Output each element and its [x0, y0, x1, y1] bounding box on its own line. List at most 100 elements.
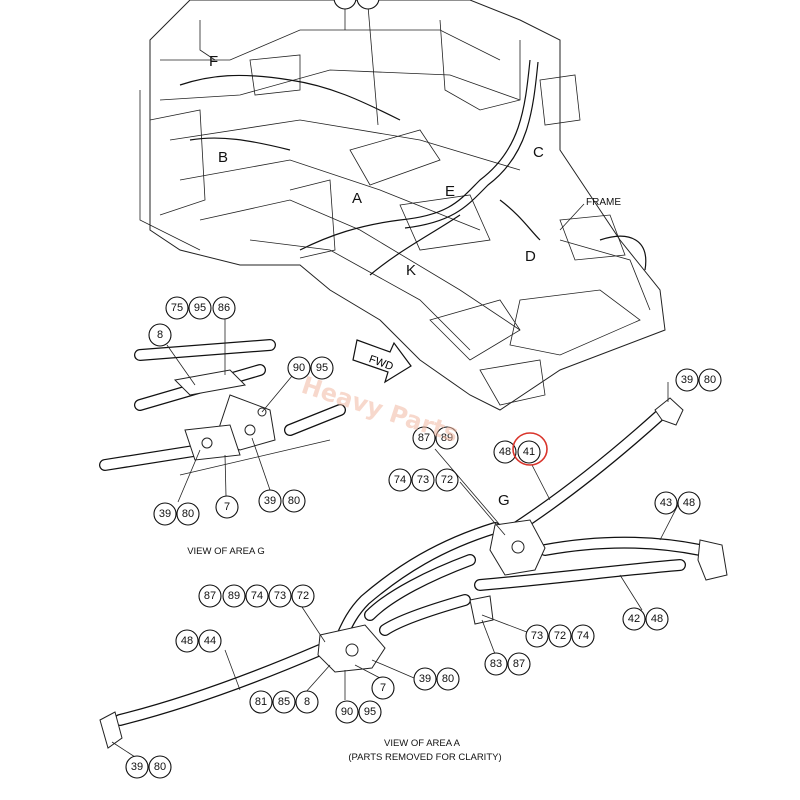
svg-text:90: 90 — [341, 706, 353, 718]
callout-bubble: 39 — [153, 502, 177, 526]
svg-text:73: 73 — [531, 630, 543, 642]
svg-text:80: 80 — [154, 761, 166, 773]
callout-bubble: 73 — [411, 468, 435, 492]
callout-bubble: 80 — [698, 368, 722, 392]
view-g-caption: VIEW OF AREA G — [187, 546, 265, 557]
callout-bubble: 48 — [493, 440, 517, 464]
svg-text:87: 87 — [418, 432, 430, 444]
callout-bubble: 80 — [436, 667, 460, 691]
callout-bubble: 39 — [413, 667, 437, 691]
callout-bubble: 83 — [484, 652, 508, 676]
svg-text:72: 72 — [297, 590, 309, 602]
svg-text:81: 81 — [255, 696, 267, 708]
svg-text:85: 85 — [278, 696, 290, 708]
zone-label-a: A — [352, 190, 362, 207]
zone-label-c: C — [533, 144, 544, 161]
callout-bubble: 8 — [295, 690, 319, 714]
top-callout-partial — [333, 0, 380, 10]
svg-text:80: 80 — [182, 508, 194, 520]
svg-text:87: 87 — [204, 590, 216, 602]
svg-text:73: 73 — [274, 590, 286, 602]
callout-bubble: 95 — [310, 356, 334, 380]
callout-bubble: 87 — [198, 584, 222, 608]
svg-text:48: 48 — [499, 446, 511, 458]
callout-bubble: 89 — [222, 584, 246, 608]
svg-text:87: 87 — [513, 658, 525, 670]
svg-text:90: 90 — [293, 362, 305, 374]
callout-bubble: 39 — [675, 368, 699, 392]
svg-text:74: 74 — [251, 590, 263, 602]
callout-bubble: 73 — [525, 624, 549, 648]
svg-text:39: 39 — [159, 508, 171, 520]
callout-bubble: 43 — [654, 491, 678, 515]
callout-bubble: 39 — [258, 489, 282, 513]
svg-text:86: 86 — [218, 302, 230, 314]
zone-label-d: D — [525, 248, 536, 265]
svg-text:75: 75 — [171, 302, 183, 314]
svg-text:48: 48 — [683, 497, 695, 509]
svg-text:89: 89 — [441, 432, 453, 444]
callout-bubble: 8 — [148, 323, 172, 347]
callout-bubble: 74 — [571, 624, 595, 648]
callout-bubble: 80 — [148, 755, 172, 779]
svg-text:80: 80 — [442, 673, 454, 685]
frame-label: FRAME — [586, 197, 621, 208]
view-a-leaders — [111, 382, 679, 758]
svg-text:74: 74 — [394, 474, 406, 486]
svg-text:7: 7 — [380, 682, 386, 694]
callout-bubble: 73 — [268, 584, 292, 608]
callout-bubble: 86 — [212, 296, 236, 320]
callout-bubble: 74 — [388, 468, 412, 492]
svg-text:8: 8 — [157, 329, 163, 341]
svg-text:80: 80 — [704, 374, 716, 386]
svg-text:83: 83 — [490, 658, 502, 670]
callout-bubble-highlighted: 41 — [512, 432, 548, 466]
view-g-drawing — [99, 339, 346, 476]
callout-bubble: 75 — [165, 296, 189, 320]
callout-bubble: 72 — [291, 584, 315, 608]
watermark-text: Heavy Parts — [298, 371, 462, 448]
machine-frame-drawing — [139, 0, 666, 411]
callout-bubble: 7 — [371, 676, 395, 700]
fwd-arrow: FWD — [352, 339, 412, 384]
svg-text:42: 42 — [628, 613, 640, 625]
svg-text:41: 41 — [523, 446, 535, 458]
zone-labels: F B A E C D K — [209, 53, 544, 279]
callout-bubble: 72 — [548, 624, 572, 648]
callout-bubble: 95 — [188, 296, 212, 320]
callout-bubble: 39 — [125, 755, 149, 779]
svg-text:72: 72 — [554, 630, 566, 642]
view-a-callouts: 39 80 87 89 48 41 74 73 72 43 48 87 89 7… — [125, 368, 722, 779]
svg-text:39: 39 — [264, 495, 276, 507]
callout-bubble: 48 — [175, 629, 199, 653]
svg-text:7: 7 — [224, 501, 230, 513]
callout-bubble: 81 — [249, 690, 273, 714]
callout-bubble: 80 — [282, 489, 306, 513]
zone-label-g: G — [498, 492, 510, 509]
callout-bubble: 89 — [435, 426, 459, 450]
svg-text:8: 8 — [304, 696, 310, 708]
svg-text:95: 95 — [316, 362, 328, 374]
svg-text:39: 39 — [681, 374, 693, 386]
svg-text:39: 39 — [419, 673, 431, 685]
zone-label-e: E — [445, 183, 455, 200]
callout-bubble: 87 — [412, 426, 436, 450]
top-leader — [367, 5, 379, 126]
callout-bubble: 44 — [198, 629, 222, 653]
svg-text:43: 43 — [660, 497, 672, 509]
svg-text:95: 95 — [194, 302, 206, 314]
callout-bubble: 48 — [645, 607, 669, 631]
svg-text:44: 44 — [204, 635, 216, 647]
callout-bubble: 72 — [435, 468, 459, 492]
view-a-drawing — [99, 397, 728, 749]
callout-bubble: 48 — [677, 491, 701, 515]
callout-bubble: 90 — [335, 700, 359, 724]
callout-bubble: 80 — [176, 502, 200, 526]
callout-bubble: 42 — [622, 607, 646, 631]
svg-text:39: 39 — [131, 761, 143, 773]
view-a-caption: VIEW OF AREA A — [384, 738, 461, 749]
svg-text:89: 89 — [228, 590, 240, 602]
view-g-leaders — [166, 318, 293, 503]
svg-text:95: 95 — [364, 706, 376, 718]
svg-text:72: 72 — [441, 474, 453, 486]
